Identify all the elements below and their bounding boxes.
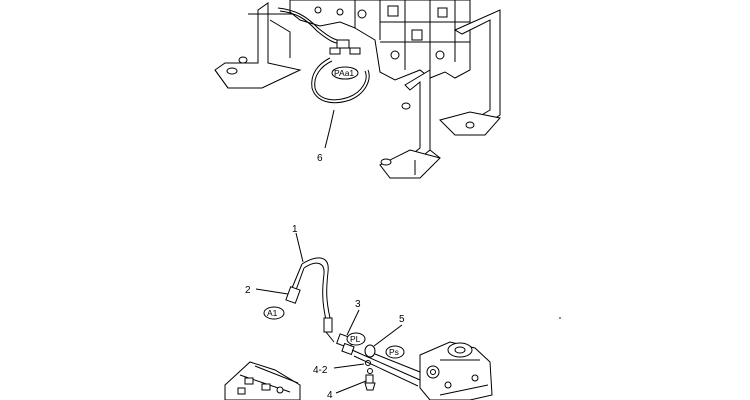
callout-5-label: 5 [399, 314, 405, 325]
lower-valve-block [224, 361, 301, 400]
bottom-assembly: 1 2 3 5 4-2 4 A1 PL [224, 224, 493, 400]
port-tag-pl-label: PL [350, 334, 361, 344]
port-tag-a1: A1 [263, 306, 285, 320]
callout-2: 2 [245, 285, 289, 296]
callout-1-label: 1 [292, 224, 298, 235]
left-mounting-bracket [214, 2, 302, 89]
callout-4-2: 4-2 [313, 363, 365, 376]
callout-4-label: 4 [327, 390, 333, 400]
fittings [336, 333, 376, 391]
callout-4-2-label: 4-2 [313, 365, 328, 376]
callout-3-label: 3 [355, 299, 361, 310]
callout-2-label: 2 [245, 285, 251, 296]
port-tag-paa1-label: PAa1 [334, 68, 354, 78]
pilot-hose-1 [285, 257, 335, 343]
right-mounting-bracket [379, 9, 501, 179]
port-tag-ps: Ps [385, 345, 405, 359]
callout-6: 6 [317, 109, 335, 164]
callout-3: 3 [346, 299, 361, 336]
port-tag-a1-label: A1 [267, 308, 278, 318]
callout-6-label: 6 [317, 153, 323, 164]
control-valve-block [289, 0, 471, 81]
port-tag-ps-label: Ps [389, 347, 399, 357]
port-tag-pl: PL [346, 332, 366, 346]
callout-4: 4 [327, 380, 367, 400]
stray-dot [559, 317, 561, 319]
pump-supply-line [351, 349, 421, 387]
port-tag-paa1: PAa1 [331, 66, 359, 80]
callout-1: 1 [292, 224, 304, 263]
pump-regulator [419, 341, 493, 400]
pilot-hose-top [277, 7, 370, 104]
callout-5: 5 [373, 314, 405, 347]
top-assembly: 6 PAa1 [214, 0, 501, 179]
